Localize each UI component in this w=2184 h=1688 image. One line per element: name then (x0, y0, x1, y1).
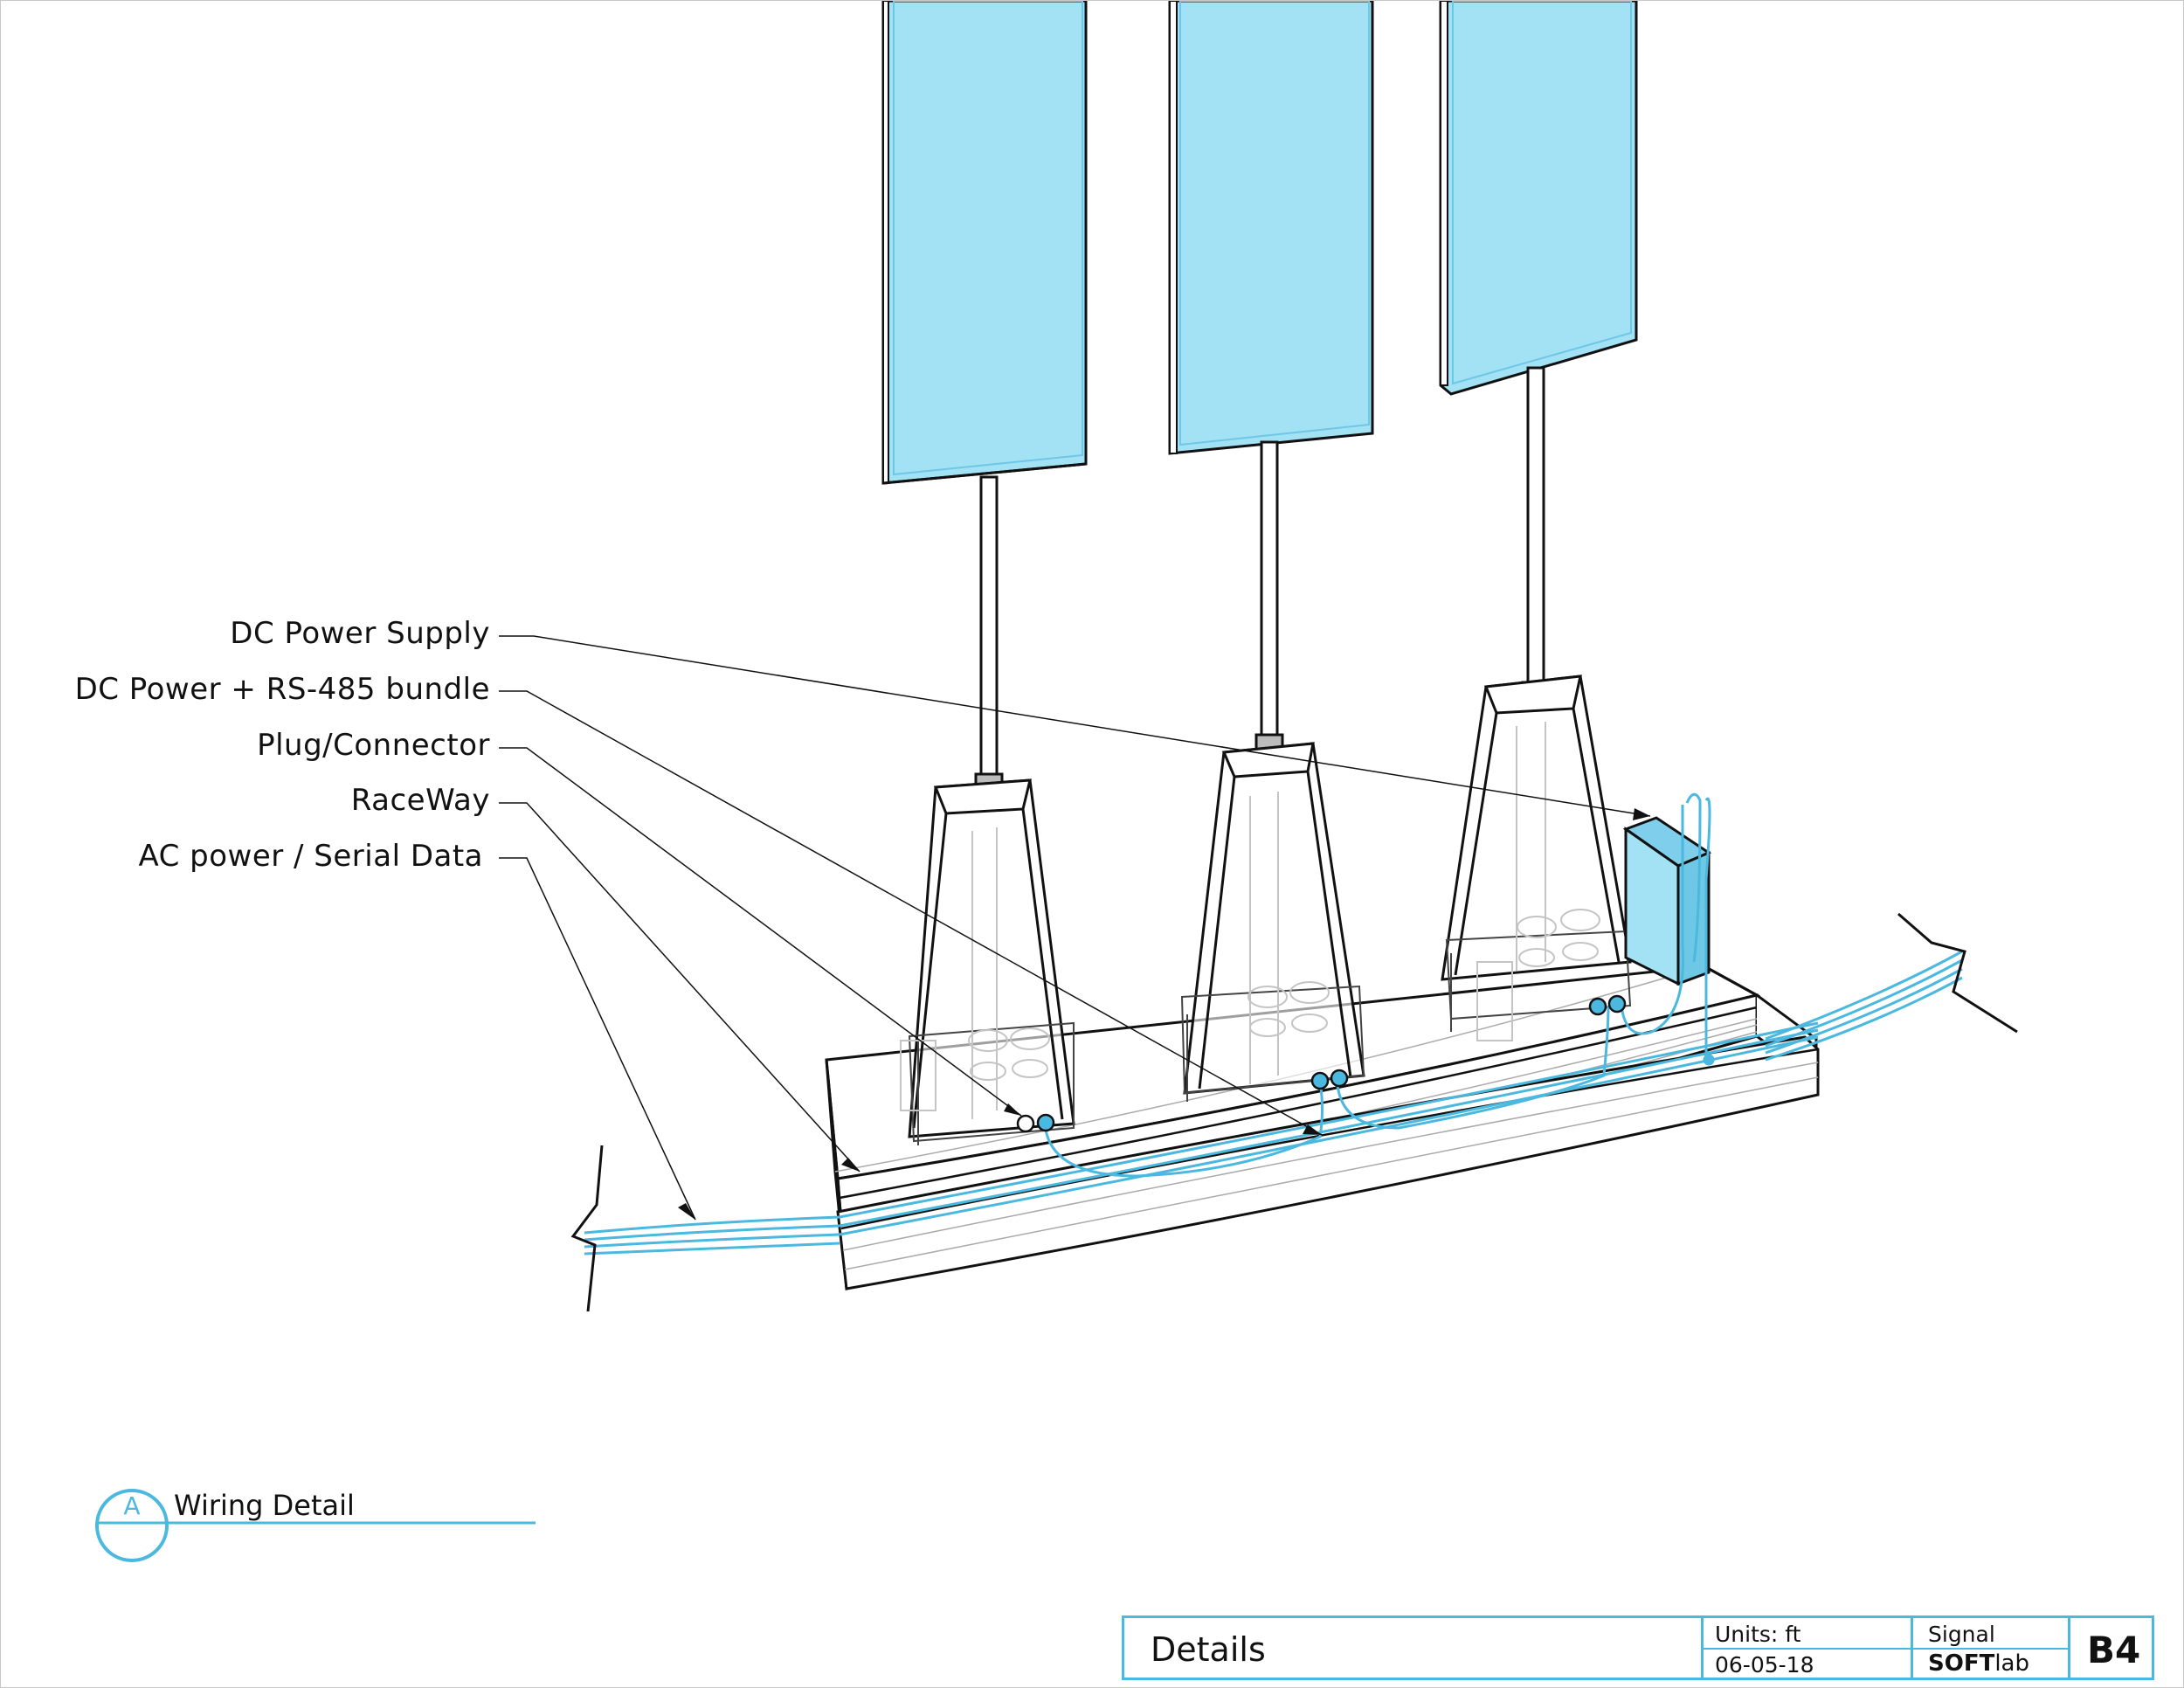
project-name: Signal (1928, 1622, 1995, 1647)
break-lines (570, 912, 2018, 1312)
title-block-divider (2068, 1618, 2070, 1678)
leader-lines (499, 635, 1651, 1221)
firm-logo-bold: SOFT (1928, 1650, 1995, 1677)
detail-marker (95, 1489, 536, 1562)
callout-dc-power-rs485-bundle: DC Power + RS-485 bundle (74, 672, 490, 707)
detail-letter: A (123, 1491, 141, 1520)
callout-plug-connector: Plug/Connector (257, 728, 490, 763)
plug-connectors (1016, 994, 1627, 1133)
pedestal-right (1441, 675, 1632, 1032)
date-label: 06-05-18 (1715, 1652, 1814, 1678)
dc-power-supply-box (1622, 816, 1712, 986)
led-panel-center (1168, 1, 1374, 455)
cables (584, 792, 1963, 1256)
detail-title: Wiring Detail (174, 1489, 355, 1522)
internal-fittings (900, 909, 1600, 1111)
firm-logo: SOFTlab (1928, 1650, 2029, 1677)
pedestal-center (1180, 742, 1365, 1102)
callout-raceway: RaceWay (350, 783, 490, 818)
led-panel-left (881, 1, 1088, 485)
led-panel-right (1439, 1, 1638, 396)
title-block: Details Units: ft 06-05-18 Signal SOFTla… (1122, 1615, 2154, 1680)
sheet-title: Details (1151, 1630, 1266, 1669)
units-label: Units: ft (1715, 1622, 1801, 1647)
callout-ac-power-serial-data: AC power / Serial Data (138, 839, 483, 874)
sheet-number: B4 (2087, 1629, 2141, 1671)
title-block-divider (1701, 1648, 2068, 1650)
callout-dc-power-supply: DC Power Supply (230, 616, 490, 651)
pedestal-left (908, 778, 1075, 1145)
leader-arrowheads (678, 808, 1650, 1220)
firm-logo-light: lab (1994, 1650, 2029, 1677)
